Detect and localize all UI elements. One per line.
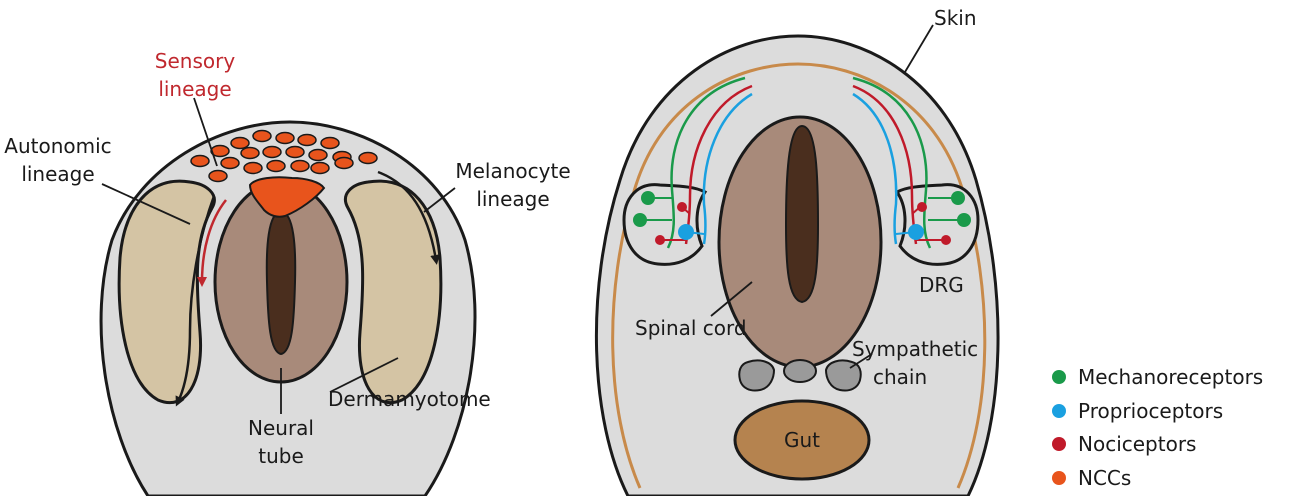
legend-item-proprioceptors: Proprioceptors [1052, 399, 1223, 423]
autonomic-lineage-label-1: Autonomic [4, 134, 111, 158]
sensory-lineage-label-1: Sensory [155, 49, 236, 73]
gut-label: Gut [784, 428, 820, 452]
sensory-lineage-label-2: lineage [158, 77, 231, 101]
spinal-cord-lumen [786, 126, 818, 302]
legend-item-nccs: NCCs [1052, 466, 1131, 490]
legend-label: Mechanoreceptors [1078, 365, 1263, 389]
neural-tube-label-2: tube [258, 444, 304, 468]
legend-swatch [1052, 437, 1066, 451]
left-panel: Sensory lineage Autonomic lineage Melano… [4, 49, 570, 496]
melanocyte-lineage-label-2: lineage [476, 187, 549, 211]
legend-label: Nociceptors [1078, 432, 1196, 456]
legend-item-nociceptors: Nociceptors [1052, 432, 1196, 456]
skin-leader [905, 25, 933, 72]
sympathetic-chain-label-1: Sympathetic [852, 337, 978, 361]
legend-swatch [1052, 370, 1066, 384]
neural-tube-lumen [267, 212, 295, 354]
autonomic-lineage-label-2: lineage [21, 162, 94, 186]
skin-label: Skin [934, 6, 977, 30]
right-panel: Skin DRG Spinal cord Sympathetic chain G… [596, 6, 998, 496]
sympathetic-ganglion-left [739, 360, 774, 390]
melanocyte-lineage-label-1: Melanocyte [455, 159, 570, 183]
legend-item-mechanoreceptors: Mechanoreceptors [1052, 365, 1263, 389]
legend-swatch [1052, 471, 1066, 485]
sympathetic-ganglion-middle [784, 360, 816, 382]
legend: Mechanoreceptors Proprioceptors Nocicept… [1052, 365, 1263, 490]
spinal-cord-label: Spinal cord [635, 316, 747, 340]
drg-label: DRG [919, 273, 964, 297]
dermamyotome-label: Dermamyotome [328, 387, 491, 411]
legend-swatch [1052, 404, 1066, 418]
neural-tube-label-1: Neural [248, 416, 314, 440]
legend-label: NCCs [1078, 466, 1131, 490]
sympathetic-chain-label-2: chain [873, 365, 927, 389]
legend-label: Proprioceptors [1078, 399, 1223, 423]
